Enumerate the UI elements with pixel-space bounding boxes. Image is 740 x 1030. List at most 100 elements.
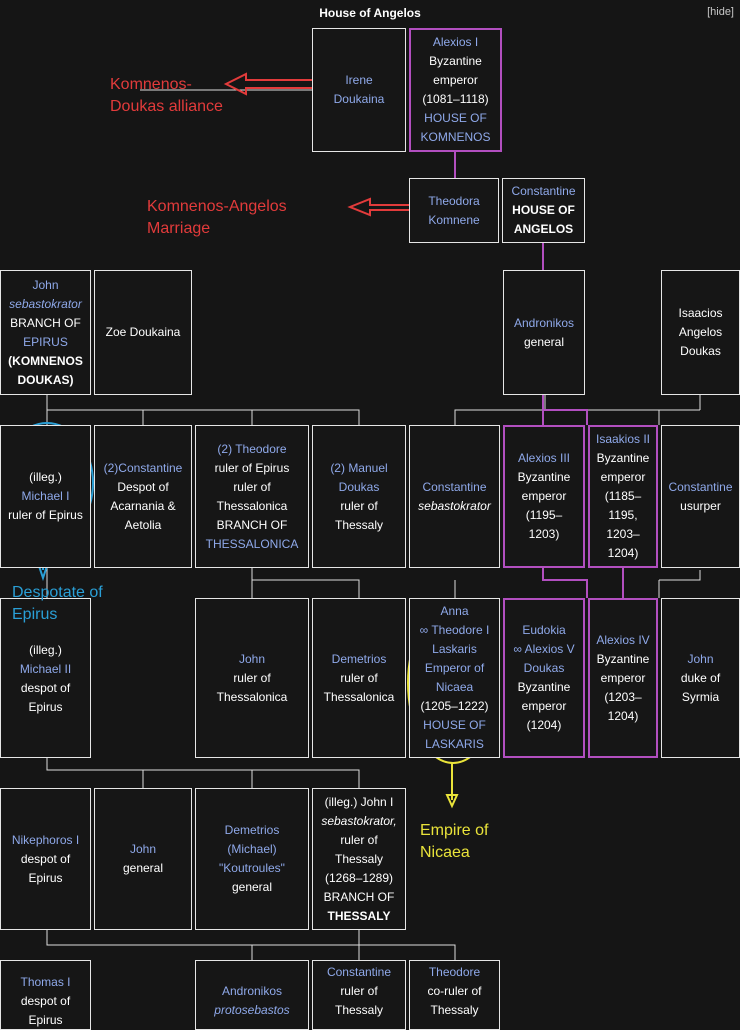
person-michael-ii[interactable]: (illeg.) Michael II despot of Epirus: [0, 598, 91, 758]
name: Anna: [440, 604, 469, 618]
name: (Michael): [227, 842, 277, 856]
title: Thessaly: [334, 1003, 384, 1017]
title: Byzantine: [517, 680, 571, 694]
name: Constantine: [422, 479, 487, 494]
title: duke of: [680, 670, 721, 685]
title: Despot of: [117, 479, 169, 494]
title: ruler of Epirus: [8, 508, 83, 522]
person-theodore-co-ruler[interactable]: Theodore co-ruler of Thessaly: [409, 960, 500, 1030]
person-constantine-ruler-thessaly[interactable]: Constantine ruler of Thessaly: [312, 960, 406, 1030]
hide-toggle[interactable]: [hide]: [707, 6, 734, 18]
person-constantine-despot[interactable]: (2)Constantine Despot of Acarnania & Aet…: [94, 425, 192, 568]
person-zoe-doukaina[interactable]: Zoe Doukaina: [94, 270, 192, 395]
person-manuel-doukas[interactable]: (2) Manuel Doukas ruler of Thessaly: [312, 425, 406, 568]
title: Thessalonica: [216, 689, 288, 704]
person-alexios-iii[interactable]: Alexios III Byzantine emperor (1195– 120…: [503, 425, 585, 568]
name: Angelos: [678, 325, 723, 339]
name: Alexios III: [517, 451, 571, 465]
title: Thessaly: [430, 1003, 479, 1017]
name: Doukas: [338, 479, 380, 494]
name: John: [238, 651, 266, 666]
annotation-komnenos-angelos-marriage: Komnenos-Angelos Marriage: [147, 196, 287, 240]
reign: 1195,: [608, 508, 638, 522]
title: sebastokrator,: [321, 813, 397, 828]
title: emperor: [600, 670, 646, 685]
name: (illeg.) John I: [324, 794, 394, 809]
spouse: ∞ Alexios V: [513, 642, 575, 656]
title: Byzantine: [596, 651, 650, 666]
title: Thessalonica: [323, 689, 395, 704]
title: usurper: [680, 498, 721, 513]
title: emperor: [600, 470, 646, 484]
title: ruler of: [340, 498, 378, 513]
person-michael-i[interactable]: (illeg.) Michael I ruler of Epirus: [0, 425, 91, 568]
reign: 1203): [528, 527, 560, 541]
title: sebastokrator: [418, 498, 491, 513]
title: ruler of: [233, 670, 271, 685]
title: despot of: [20, 994, 71, 1008]
name: John: [687, 651, 714, 666]
annotation-line: Komnenos-Angelos: [147, 198, 287, 215]
title: ruler of: [340, 670, 378, 685]
person-andronikos[interactable]: Andronikos general: [503, 270, 585, 395]
title: Epirus: [28, 1013, 63, 1027]
person-john-sebastokrator[interactable]: John sebastokrator BRANCH OF EPIRUS (KOM…: [0, 270, 91, 395]
person-anna[interactable]: Anna ∞ Theodore I Laskaris Emperor of Ni…: [409, 598, 500, 758]
reign: (1204): [526, 718, 562, 732]
title: Byzantine: [429, 54, 482, 68]
title: ruler of: [233, 479, 271, 494]
title: ruler of: [340, 832, 378, 847]
person-john-general[interactable]: John general: [94, 788, 192, 930]
person-theodora-komnene[interactable]: Theodora Komnene: [409, 178, 499, 243]
branch: BRANCH OF: [323, 889, 395, 904]
person-john-syrmia[interactable]: John duke of Syrmia: [661, 598, 740, 758]
title: emperor: [433, 73, 478, 87]
name: Nikephoros I: [11, 832, 80, 847]
title: sebastokrator: [9, 296, 82, 311]
name: Irene: [345, 73, 373, 87]
person-john-thessalonica[interactable]: John ruler of Thessalonica: [195, 598, 309, 758]
person-andronikos-protosebastos[interactable]: Andronikos protosebastos: [195, 960, 309, 1030]
name: Doukas: [680, 344, 721, 358]
tree-title: House of Angelos: [319, 6, 421, 20]
title: Nicaea: [435, 680, 474, 694]
house: HOUSE OF: [423, 718, 486, 732]
person-demetrios-koutroules[interactable]: Demetrios (Michael) "Koutroules" general: [195, 788, 309, 930]
person-alexios-i[interactable]: Alexios I Byzantine emperor (1081–1118) …: [409, 28, 502, 152]
name: (2) Theodore: [217, 441, 287, 456]
spouse: ∞ Theodore I: [419, 623, 490, 637]
title: Emperor of: [424, 661, 485, 675]
reign: (1195–: [525, 508, 563, 522]
annotation-line: Marriage: [147, 220, 211, 237]
name: Theodore: [428, 965, 481, 979]
person-irene-doukaina[interactable]: Irene Doukaina: [312, 28, 406, 152]
person-isaacios-angelos-doukas[interactable]: Isaacios Angelos Doukas: [661, 270, 740, 395]
branch: THESSALY: [327, 908, 391, 923]
title: co-ruler of: [427, 984, 482, 998]
person-thomas-i[interactable]: Thomas I despot of Epirus: [0, 960, 91, 1030]
reign: (1268–1289): [324, 870, 394, 885]
annotation-line: Komnenos-: [110, 76, 192, 93]
person-theodore-thessalonica[interactable]: (2) Theodore ruler of Epirus ruler of Th…: [195, 425, 309, 568]
name: Isaacios: [678, 306, 723, 320]
person-eudokia[interactable]: Eudokia ∞ Alexios V Doukas Byzantine emp…: [503, 598, 585, 758]
person-constantine-usurper[interactable]: Constantine usurper: [661, 425, 740, 568]
person-john-i[interactable]: (illeg.) John I sebastokrator, ruler of …: [312, 788, 406, 930]
title: Acarnania &: [110, 498, 176, 513]
title: Thessaly: [334, 851, 384, 866]
person-constantine-sebastokrator[interactable]: Constantine sebastokrator: [409, 425, 500, 568]
branch: BRANCH OF: [10, 315, 81, 330]
title: emperor: [521, 489, 567, 503]
title: despot of: [20, 681, 71, 695]
title: ruler of Epirus: [214, 460, 290, 475]
person-isaakios-ii[interactable]: Isaakios II Byzantine emperor (1185– 119…: [588, 425, 658, 568]
title: general: [523, 334, 565, 349]
person-alexios-iv[interactable]: Alexios IV Byzantine emperor (1203– 1204…: [588, 598, 658, 758]
name: (2)Constantine: [103, 460, 183, 475]
person-nikephoros-i[interactable]: Nikephoros I despot of Epirus: [0, 788, 91, 930]
title: Epirus: [28, 870, 63, 885]
person-constantine-angelos[interactable]: Constantine HOUSE OF ANGELOS: [502, 178, 585, 243]
person-demetrios-thessalonica[interactable]: Demetrios ruler of Thessalonica: [312, 598, 406, 758]
house: HOUSE OF: [512, 203, 575, 217]
annotation-despotate-of-epirus: Despotate of Epirus: [12, 582, 103, 626]
